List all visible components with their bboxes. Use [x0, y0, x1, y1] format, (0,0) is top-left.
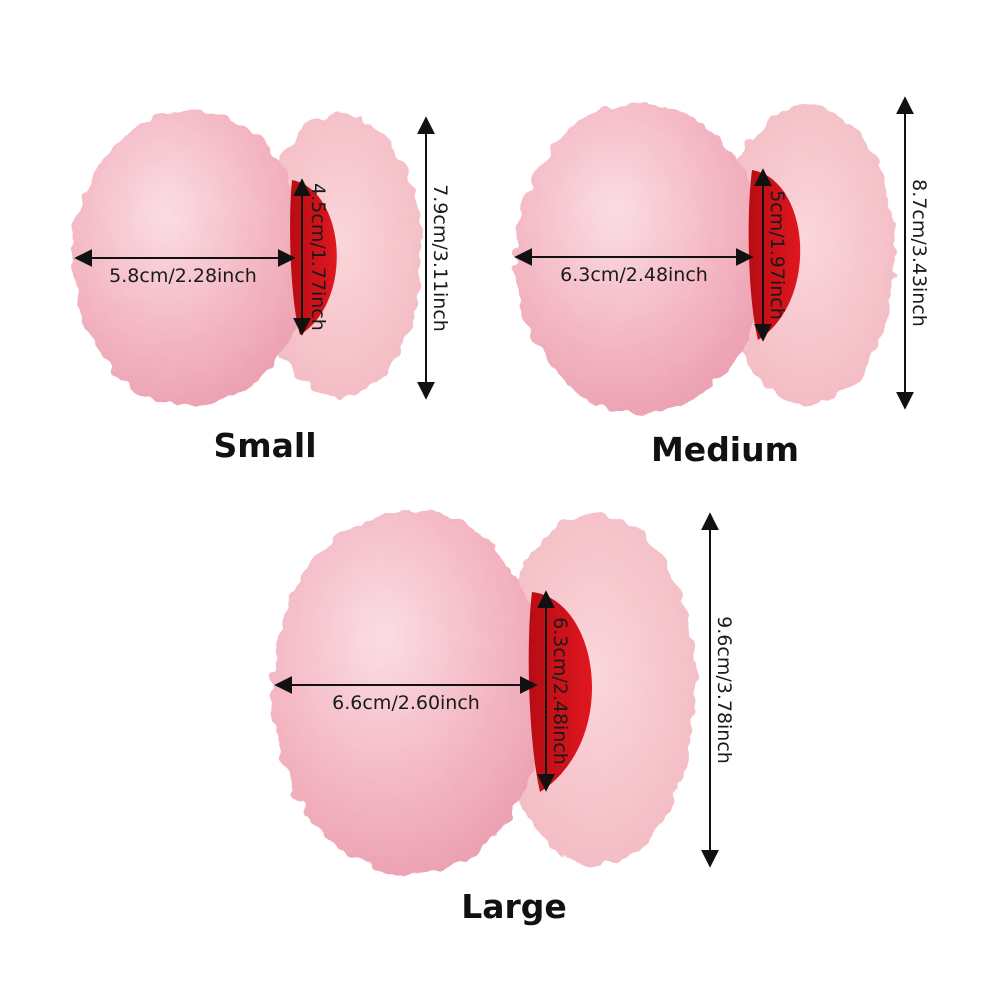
height-label: 8.7cm/3.43inch	[908, 179, 930, 327]
inner-height-label: 4.5cm/1.77inch	[307, 183, 329, 331]
size-label: Small	[213, 426, 316, 465]
size-label: Large	[461, 887, 567, 926]
earmuff-large: 6.6cm/2.60inch 6.3cm/2.48inch 9.6cm/3.78…	[272, 510, 735, 926]
earmuff-medium: 6.3cm/2.48inch 5cm/1.97inch 8.7cm/3.43in…	[514, 96, 930, 469]
earmuff-small: 5.8cm/2.28inch 4.5cm/1.77inch 7.9cm/3.11…	[72, 110, 451, 465]
width-label: 6.6cm/2.60inch	[332, 692, 480, 714]
inner-height-label: 6.3cm/2.48inch	[549, 617, 571, 765]
size-label: Medium	[651, 430, 799, 469]
height-label: 7.9cm/3.11inch	[429, 184, 451, 332]
width-label: 5.8cm/2.28inch	[109, 265, 257, 287]
width-label: 6.3cm/2.48inch	[560, 264, 708, 286]
inner-height-label: 5cm/1.97inch	[766, 190, 788, 320]
height-label: 9.6cm/3.78inch	[713, 616, 735, 764]
